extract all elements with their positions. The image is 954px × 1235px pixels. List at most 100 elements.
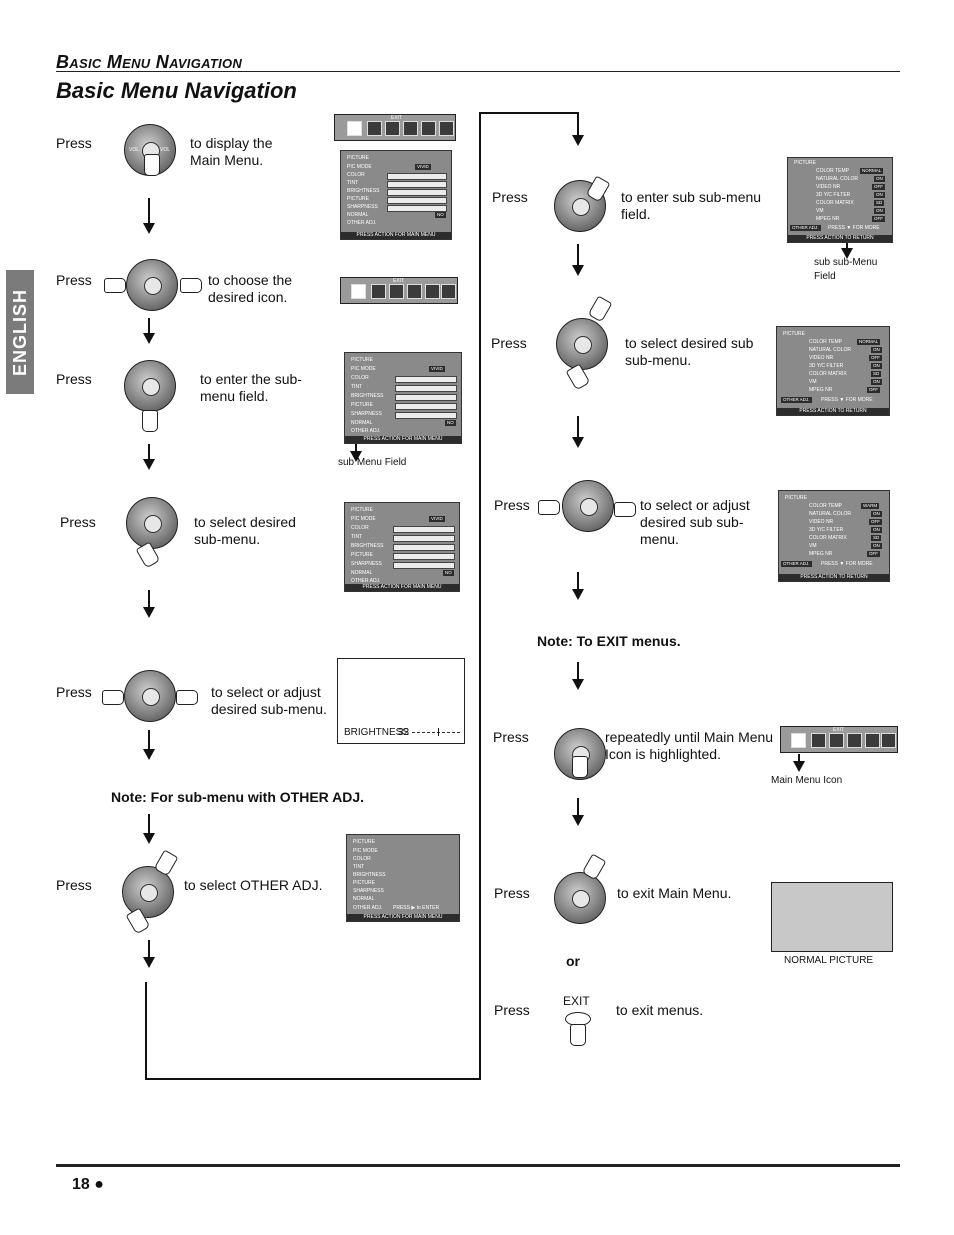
rstep2-text: to select desired sub sub-menu. [625, 335, 754, 368]
menu-item: NORMAL [351, 420, 373, 426]
action-button-icon [142, 688, 160, 706]
flow-line-top [479, 112, 578, 114]
menu-item: VIDEO NR [816, 184, 841, 190]
lock-menu-icon [425, 284, 440, 299]
menu-item: COLOR [353, 856, 371, 862]
step3-text: to enter the sub-menu field. [200, 371, 302, 404]
menu-item: 3D Y/C FILTER [809, 363, 844, 369]
flow-arrow [143, 940, 155, 968]
menu-item: PIC MODE [351, 366, 376, 372]
menu-item: TINT [351, 384, 363, 390]
brightness-slider [412, 732, 460, 733]
menu-value: OFF [872, 216, 885, 222]
menu-title: PICTURE [785, 495, 807, 501]
menu-item: PICTURE [353, 880, 375, 886]
timer-menu-icon [385, 121, 400, 136]
hand-pointer-icon [538, 500, 560, 515]
menu-item: TINT [353, 864, 365, 870]
menu-value: ON [871, 363, 882, 369]
or-label: or [566, 953, 580, 969]
picture-menu-screen: PICTURE PIC MODE VIVID COLOR TINT BRIGHT… [344, 502, 460, 592]
sub-menu-field-callout: sub Menu Field [338, 457, 407, 468]
picture-menu-screen: PICTURE PIC MODE VIVID COLOR TINT BRIGHT… [340, 150, 452, 240]
menu-item: BRIGHTNESS [353, 872, 386, 878]
rstep3-text: to select or adjust desired sub sub-menu… [640, 497, 750, 547]
menu-item: NORMAL [353, 896, 375, 902]
menu-item: COLOR [351, 375, 369, 381]
menu-value: VIVID [415, 164, 431, 170]
setup-menu-icon [441, 284, 456, 299]
remote-dial-icon [554, 872, 606, 924]
menu-item: PICTURE [351, 552, 373, 558]
remote-dial-icon [124, 360, 176, 412]
menu-value: VIVID [429, 366, 445, 372]
remote-dial-icon [562, 480, 614, 532]
remote-dial-icon [556, 318, 608, 370]
step4-press: Press [60, 514, 96, 530]
slider-bar [393, 535, 455, 542]
menu-value: NORMAL [857, 339, 881, 345]
menu-value: ON [874, 176, 885, 182]
slider-bar [387, 197, 447, 204]
clock-menu-icon [403, 121, 418, 136]
clock-menu-icon [847, 733, 862, 748]
menu-value: OFF [872, 184, 885, 190]
iconbar-exit-label: EXIT [833, 727, 845, 733]
more-hint: PRESS ▼ FOR MORE [821, 397, 873, 403]
callout-arrow [350, 444, 362, 462]
slider-bar [393, 544, 455, 551]
menu-title: PICTURE [783, 331, 805, 337]
hand-pointer-icon [572, 756, 588, 778]
menu-item: COLOR TEMP [816, 168, 849, 174]
slider-bar [387, 173, 447, 180]
action-button-icon [574, 336, 592, 354]
slider-bar [393, 562, 455, 569]
hand-pointer-icon [102, 690, 124, 705]
hand-pointer-icon [144, 154, 160, 176]
brightness-screen: BRIGHTNESS 32 [337, 658, 465, 744]
slider-bar [387, 205, 447, 212]
flow-arrow [572, 798, 584, 826]
lock-menu-icon [865, 733, 880, 748]
flow-line-mid [479, 112, 481, 1080]
menu-item: PIC MODE [353, 848, 378, 854]
flow-arrow [143, 444, 155, 470]
menu-value: WARM [861, 503, 880, 509]
rstep1-text: to enter sub sub-menu field. [621, 189, 762, 222]
menu-item: NORMAL [351, 570, 373, 576]
hand-pointer-icon [180, 278, 202, 293]
note-other-adj: Note: For sub-menu with OTHER ADJ. [111, 789, 365, 805]
remote-dial-icon [126, 259, 178, 311]
menu-footer: PRESS ACTION TO RETURN [777, 408, 889, 415]
rstep6-text: to exit menus. [616, 1002, 704, 1018]
menu-title: PICTURE [353, 839, 375, 845]
menu-item: OTHER ADJ. [351, 428, 381, 434]
slider-bar [395, 394, 457, 401]
normal-picture-screen [771, 882, 893, 952]
menu-item: VIDEO NR [809, 519, 834, 525]
other-adj-tag: OTHER ADJ. [781, 561, 812, 567]
menu-value: ON [871, 511, 882, 517]
menu-item: COLOR MATRIX [809, 371, 847, 377]
menu-title: PICTURE [347, 155, 369, 161]
slider-bar [395, 412, 457, 419]
flow-arrow [143, 590, 155, 618]
enter-hint: PRESS ▶ to ENTER [393, 905, 440, 911]
menu-item: COLOR MATRIX [809, 535, 847, 541]
note-exit: Note: To EXIT menus. [537, 633, 681, 649]
timer-menu-icon [389, 284, 404, 299]
menu-item: SHARPNESS [351, 411, 382, 417]
page-title: Basic Menu Navigation [56, 78, 297, 103]
exit-button-label: EXIT [563, 994, 590, 1008]
more-hint: PRESS ▼ FOR MORE [828, 225, 880, 231]
brightness-label: BRIGHTNESS [344, 727, 410, 738]
sub-sub-menu-field-callout: sub sub-Menu Field [814, 257, 878, 282]
menu-value: SD [874, 200, 885, 206]
menu-value: ON [874, 192, 885, 198]
slider-bar [395, 376, 457, 383]
step5-text: to select or adjust desired sub-menu. [211, 684, 327, 717]
menu-value: OFF [869, 355, 882, 361]
menu-item: VIDEO NR [809, 355, 834, 361]
setup-menu-icon [881, 733, 896, 748]
language-tab: ENGLISH [6, 270, 34, 394]
